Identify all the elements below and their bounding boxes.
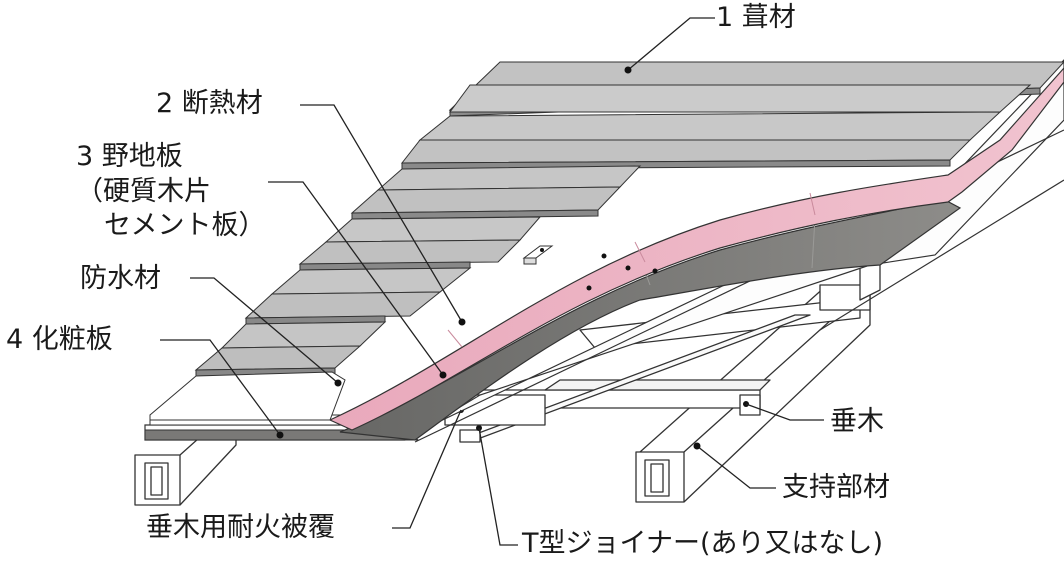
leader-dots xyxy=(276,66,701,450)
leader-waterproofing xyxy=(190,277,339,384)
leader-rafter xyxy=(745,403,824,421)
roofing-plank-row xyxy=(324,216,542,243)
label-rafter: 垂木 xyxy=(830,406,884,437)
leader-insulation xyxy=(300,104,463,323)
label-support-member: 支持部材 xyxy=(782,472,890,503)
roofing-plank-row xyxy=(220,321,387,349)
small-bracket xyxy=(522,245,554,265)
roofing-plank-row xyxy=(194,345,362,377)
roofing-plank-row xyxy=(449,84,1032,113)
leader-support-member xyxy=(696,445,776,489)
label-finish-board: 4 化粧板 xyxy=(6,324,113,355)
label-t-joiner: T型ジョイナー(あり又はなし) xyxy=(522,528,884,559)
roofing-plank-row xyxy=(418,111,1002,141)
leader-sheathing xyxy=(268,181,444,376)
roofing-plank-row xyxy=(244,291,442,325)
label-waterproofing: 防水材 xyxy=(80,263,161,294)
label-sheathing-line-3: セメント板） xyxy=(104,210,266,242)
leader-rafter-fireproof-cover xyxy=(392,409,462,529)
label-rafter-fireproof-cover: 垂木用耐火被覆 xyxy=(146,512,335,543)
roofing-plank-row xyxy=(298,239,522,271)
roofing-plank-row xyxy=(376,165,642,191)
label-sheathing-line-2: （硬質木片 xyxy=(76,175,211,207)
fastener-dots xyxy=(586,253,658,291)
leader-lines xyxy=(160,17,824,546)
roofing-plank-row xyxy=(400,139,972,170)
leader-roofing xyxy=(627,17,715,71)
leader-t-joiner xyxy=(478,427,518,546)
label-sheathing: 3 野地板 （硬質木片 セメント板） xyxy=(76,140,265,244)
label-roofing: 1 葺材 xyxy=(716,2,796,33)
label-sheathing-line-1: 3 野地板 xyxy=(76,141,183,172)
leader-finish-board xyxy=(160,339,281,436)
roofing-layer xyxy=(149,61,1064,421)
insulation-layer xyxy=(328,67,1064,431)
label-insulation: 2 断熱材 xyxy=(156,88,263,119)
roofing-plank-row xyxy=(270,267,472,295)
